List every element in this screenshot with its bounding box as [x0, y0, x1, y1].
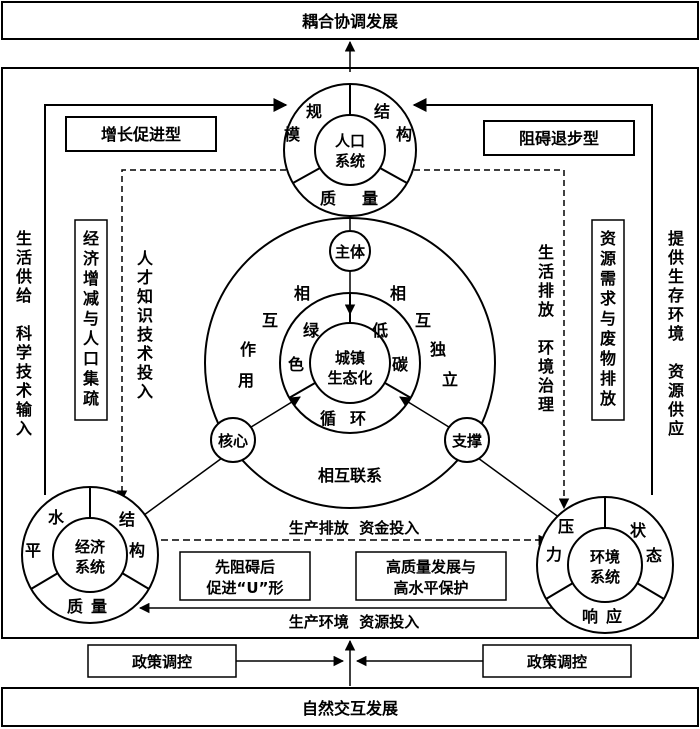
- independent-4: 立: [442, 370, 458, 389]
- center-core-2: 生态化: [327, 369, 372, 387]
- box-u-line2: 促进“U”形: [206, 579, 284, 597]
- pop-struct-2: 构: [396, 125, 412, 144]
- pop-center-2: 系统: [335, 152, 365, 170]
- econ-quality-1: 质: [67, 597, 83, 616]
- independent-1: 相: [390, 284, 406, 303]
- prod-emission-label: 生产排放 资金投入: [289, 519, 419, 537]
- env-center-2: 系统: [590, 568, 620, 586]
- pop-scale-1: 规: [306, 102, 322, 121]
- support-to-center: [399, 396, 458, 433]
- ring-cycle-1: 循: [320, 409, 336, 428]
- ring-cycle-2: 环: [350, 409, 366, 428]
- ring-green-2: 色: [288, 355, 304, 374]
- talent-text: 人才知识技术投入: [136, 249, 154, 401]
- left-vertical-text: 生活供给科学技术输入: [15, 229, 33, 438]
- growth-type: 增长促进型: [101, 125, 181, 144]
- center-core-1: 城镇: [335, 349, 365, 367]
- econ-level-2: 平: [25, 541, 41, 560]
- policy-right: 政策调控: [527, 653, 587, 671]
- env-state-1: 状: [630, 521, 647, 540]
- env-center-1: 环境: [590, 548, 620, 566]
- nucleus-label: 核心: [218, 432, 248, 450]
- bottom-title: 自然交互发展: [302, 699, 399, 718]
- env-response-2: 应: [606, 607, 622, 626]
- support-node: [444, 417, 490, 463]
- econ-quality-2: 量: [91, 597, 107, 616]
- env-pressure-2: 力: [546, 545, 562, 564]
- dashed-pop-to-env: [414, 169, 570, 510]
- env-state-2: 态: [646, 546, 662, 565]
- top-title: 耦合协调发展: [302, 12, 399, 31]
- nucleus-node: [210, 417, 256, 463]
- econ-center-1: 经济: [75, 538, 106, 556]
- population-system: [283, 83, 417, 217]
- nucleus-to-center: [242, 396, 301, 433]
- box-hq: [355, 551, 507, 601]
- independent-2: 互: [415, 311, 431, 330]
- hinder-type: 阻碍退步型: [519, 129, 599, 148]
- center-divider-left: [288, 382, 316, 399]
- support-label: 支撑: [451, 432, 482, 450]
- env-pressure-1: 压: [558, 517, 574, 536]
- econ-struct-1: 结: [118, 510, 135, 529]
- pop-quality-2: 量: [362, 189, 378, 208]
- independent-3: 独: [430, 340, 446, 359]
- center-divider-right: [384, 382, 412, 399]
- right-loop-line: [412, 98, 653, 495]
- pop-quality-1: 质: [320, 189, 336, 208]
- growth-type-box: [65, 116, 217, 152]
- nucleus-to-econ: [139, 457, 223, 519]
- subject-label: 主体: [335, 243, 366, 261]
- ring-lowc-2: 碳: [392, 355, 409, 374]
- pop-center-1: 人口: [335, 132, 365, 150]
- bottom-title-box: [1, 687, 699, 727]
- environment-system: [536, 496, 674, 634]
- policy-right-box: [482, 644, 632, 678]
- hinder-type-box: [483, 120, 635, 156]
- res-box-text: 资源需求与废物排放: [599, 229, 617, 408]
- interact-1: 相: [294, 284, 310, 303]
- interact-4: 用: [238, 371, 254, 390]
- linked-label: 相互联系: [318, 466, 382, 485]
- pop-struct-1: 结: [373, 102, 390, 121]
- box-res: [591, 219, 625, 421]
- left-loop-line: [44, 98, 288, 495]
- policy-left: 政策调控: [132, 653, 192, 671]
- interact-3: 作: [240, 340, 256, 359]
- policy-left-box: [87, 644, 237, 678]
- economy-system: [21, 486, 159, 624]
- econ-center-2: 系统: [75, 558, 105, 576]
- interact-2: 互: [262, 311, 278, 330]
- right-vertical-text: 提供生存环境资源供应: [667, 229, 685, 438]
- box-hq-line2: 高水平保护: [393, 579, 468, 597]
- support-to-env: [477, 457, 561, 519]
- econ-level-1: 水: [48, 508, 65, 527]
- box-hq-line1: 高质量发展与: [386, 558, 476, 576]
- dashed-pop-to-econ: [116, 169, 286, 502]
- top-title-box: [1, 1, 699, 40]
- econ-pop-box-text: 经济增减与人口集疏: [82, 229, 100, 408]
- box-u-line1: 先阻碍后: [215, 558, 275, 576]
- env-response-1: 响: [582, 607, 598, 626]
- life-env-text: 生活排放环境治理: [537, 243, 555, 414]
- pop-scale-2: 模: [284, 125, 301, 144]
- subject-node: [329, 230, 371, 272]
- prod-env-label: 生产环境 资源投入: [289, 613, 419, 631]
- ring-green-1: 绿: [303, 321, 320, 340]
- ring-lowc-1: 低: [371, 321, 388, 340]
- box-econ-pop: [74, 219, 108, 421]
- box-u: [179, 551, 311, 601]
- econ-struct-2: 构: [129, 541, 145, 560]
